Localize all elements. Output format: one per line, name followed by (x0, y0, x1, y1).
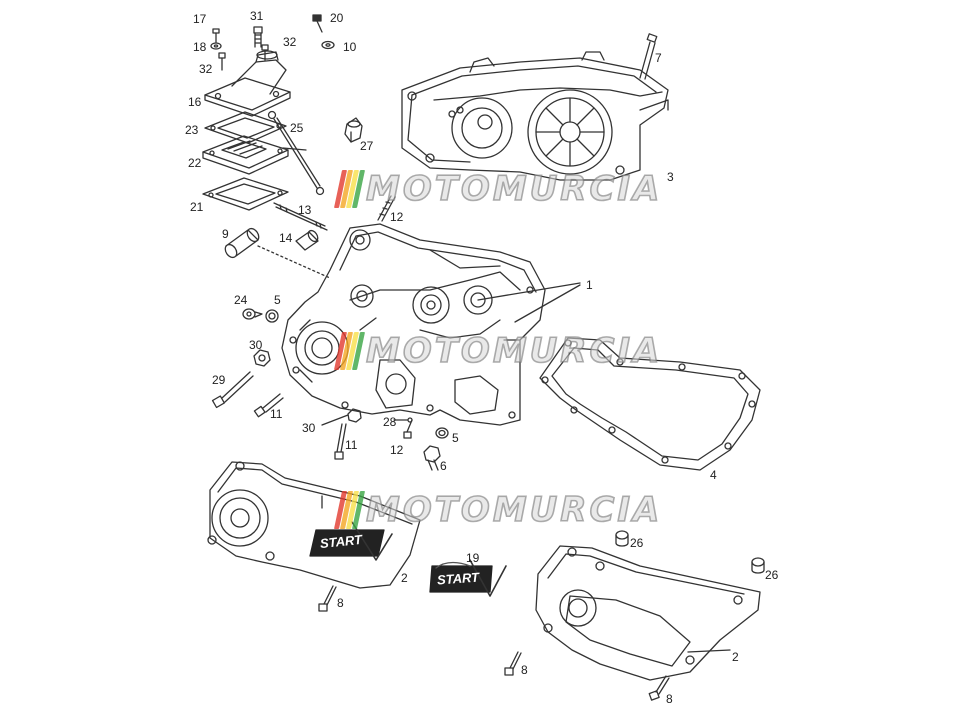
callout-32a: 32 (283, 35, 297, 49)
screw-32a (261, 44, 269, 61)
callout-11b: 11 (345, 438, 358, 452)
gasket-23 (204, 111, 287, 144)
gasket-4 (539, 337, 761, 471)
callout-9: 9 (222, 227, 229, 241)
callout-23: 23 (185, 123, 199, 137)
bush-14 (295, 229, 319, 251)
callout-22: 22 (188, 156, 202, 170)
sticker-19 (429, 559, 507, 597)
bleed-screw-20 (312, 14, 323, 33)
bolt-11b (334, 423, 347, 460)
callout-12a: 12 (390, 210, 404, 224)
screw-28 (393, 417, 413, 423)
sticker-19-text: START (436, 569, 480, 588)
callout-21: 21 (190, 200, 204, 214)
rod-25 (267, 110, 325, 196)
leader-1a (477, 282, 581, 301)
callout-28: 28 (383, 415, 397, 429)
stud-12a (377, 195, 396, 222)
bolt-8b (504, 651, 522, 676)
callout-10: 10 (343, 40, 357, 54)
callout-27: 27 (360, 139, 374, 153)
callout-12b: 12 (390, 443, 404, 457)
callout-2b: 2 (732, 650, 739, 664)
washer-18 (210, 42, 222, 50)
washer-10 (321, 40, 335, 50)
stud-12b (403, 419, 413, 439)
callout-4: 4 (710, 468, 717, 482)
callout-24: 24 (234, 293, 248, 307)
callout-19: 19 (466, 551, 480, 565)
callout-17: 17 (193, 12, 207, 26)
callout-31: 31 (250, 9, 264, 23)
gasket-21 (202, 177, 289, 211)
nut-30b (321, 408, 362, 426)
drain-plug-6 (423, 445, 441, 471)
callout-30b: 30 (302, 421, 316, 435)
callout-16: 16 (188, 95, 202, 109)
callout-8a: 8 (337, 596, 344, 610)
callout-5a: 5 (274, 293, 281, 307)
start-badge-graphic (309, 521, 393, 561)
nut-30a (253, 349, 271, 367)
callout-5b: 5 (452, 431, 459, 445)
leader-1b (514, 284, 581, 323)
callout-1: 1 (586, 278, 593, 292)
transmission-cover-2b (535, 545, 761, 681)
callout-32b: 32 (199, 62, 213, 76)
callout-11a: 11 (270, 407, 283, 421)
screw-17 (212, 28, 220, 43)
transmission-cover-2a (207, 461, 421, 589)
leader-2b (687, 649, 731, 653)
callout-8c: 8 (666, 692, 673, 706)
bolt-11a (253, 393, 284, 418)
intake-manifold-16 (204, 50, 291, 117)
callout-2a: 2 (401, 571, 408, 585)
crankcase-cover-3 (401, 51, 669, 181)
callout-13: 13 (298, 203, 312, 217)
bush-26b (751, 557, 765, 574)
bush-26a (615, 530, 629, 547)
callout-26b: 26 (765, 568, 779, 582)
cap-27 (344, 117, 363, 143)
screw-32b (218, 52, 226, 71)
callout-3: 3 (667, 170, 674, 184)
stud-13 (273, 202, 328, 231)
callout-30a: 30 (249, 338, 263, 352)
callout-20: 20 (330, 11, 344, 25)
callout-25: 25 (290, 121, 304, 135)
callout-29: 29 (212, 373, 226, 387)
bolt-8a (318, 585, 337, 612)
callout-26a: 26 (630, 536, 644, 550)
washer-5b (435, 427, 449, 439)
screw-31 (253, 26, 263, 48)
plug-24 (242, 308, 263, 320)
dowel-pin-9 (224, 227, 331, 279)
reed-valve-22 (202, 135, 289, 175)
callout-8b: 8 (521, 663, 528, 677)
callout-7: 7 (655, 51, 662, 65)
bolt-8c (648, 675, 670, 701)
washer-5a (265, 309, 279, 323)
bolt-29 (211, 371, 254, 409)
crankcase-1 (281, 223, 546, 426)
bolt-7 (639, 33, 658, 80)
callout-6: 6 (440, 459, 447, 473)
callout-18: 18 (193, 40, 207, 54)
callout-14: 14 (279, 231, 293, 245)
